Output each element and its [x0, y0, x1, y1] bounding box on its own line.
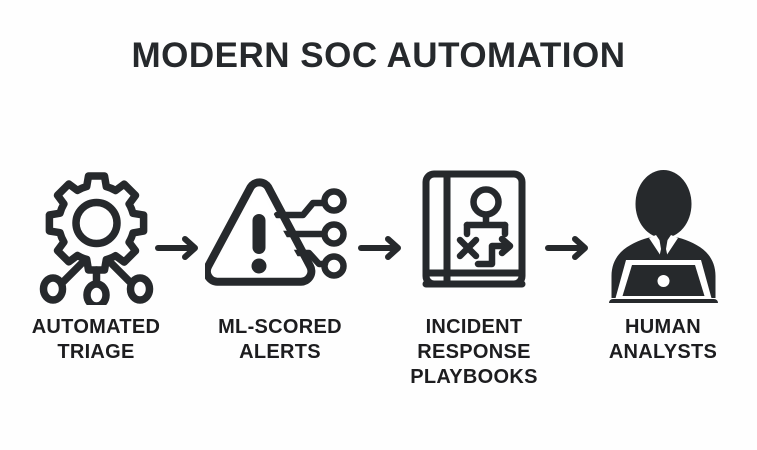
label-line: ANALYSTS — [608, 341, 718, 363]
arrow-right-icon — [545, 233, 593, 263]
label-line: INCIDENT — [425, 316, 523, 338]
arrow-right-icon — [358, 233, 406, 263]
label-line: HUMAN — [625, 316, 701, 338]
warning-triangle-circuit-icon — [195, 165, 365, 305]
flow-step-label: ML-SCORED ALERTS — [195, 315, 365, 365]
label-line: AUTOMATED — [31, 316, 161, 338]
flow-step-label: AUTOMATED TRIAGE — [11, 315, 181, 365]
label-line: ML-SCORED — [218, 316, 342, 338]
process-flow: AUTOMATED TRIAGE — [0, 165, 757, 405]
gear-network-icon — [11, 165, 181, 305]
label-line: ALERTS — [239, 341, 321, 363]
arrow-right-icon — [155, 233, 203, 263]
label-line: PLAYBOOKS — [410, 366, 538, 388]
page-title: MODERN SOC AUTOMATION — [131, 36, 626, 75]
playbook-strategy-book-icon — [389, 165, 559, 305]
flow-step-automated-triage[interactable]: AUTOMATED TRIAGE — [11, 165, 181, 405]
label-line: TRIAGE — [57, 341, 135, 363]
flow-step-label: HUMAN ANALYSTS — [578, 315, 748, 365]
flow-step-ml-scored-alerts[interactable]: ML-SCORED ALERTS — [195, 165, 365, 405]
analyst-laptop-icon — [578, 165, 748, 305]
flow-step-incident-response-playbooks[interactable]: INCIDENT RESPONSE PLAYBOOKS — [389, 165, 559, 405]
flow-step-human-analysts[interactable]: HUMAN ANALYSTS — [578, 165, 748, 405]
flow-step-label: INCIDENT RESPONSE PLAYBOOKS — [389, 315, 559, 390]
label-line: RESPONSE — [417, 341, 531, 363]
